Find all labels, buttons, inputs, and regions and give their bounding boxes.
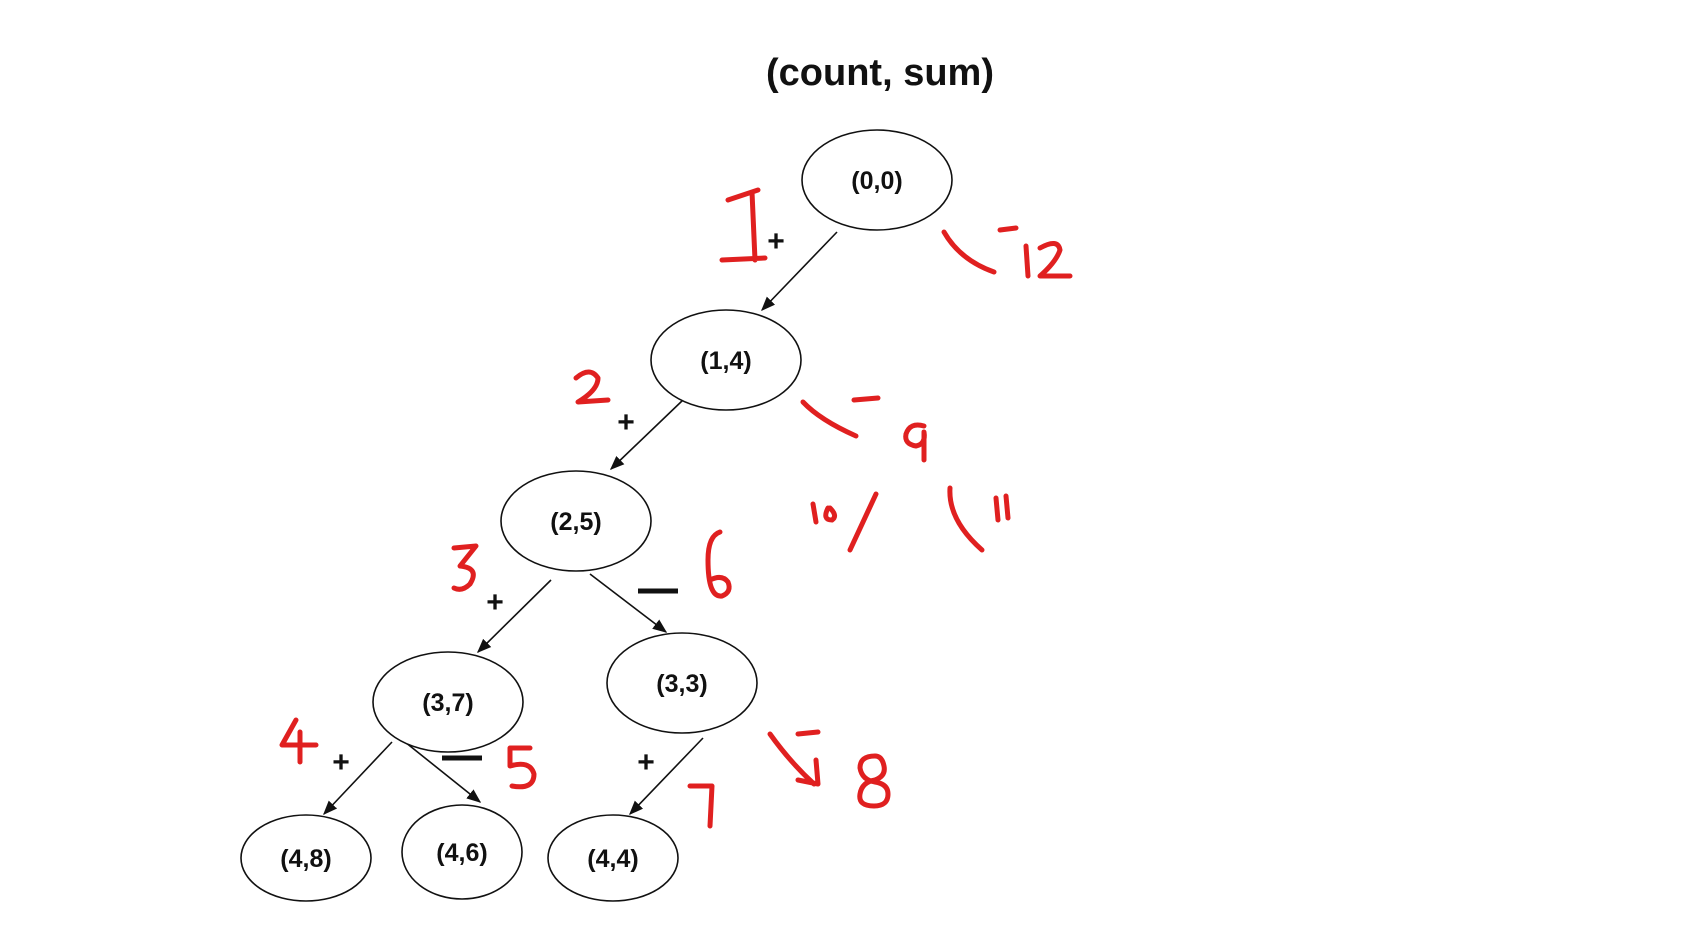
node-label: (3,7) <box>422 689 473 717</box>
plus-sign-25-37: + <box>486 586 504 619</box>
tree-node: (4,6) <box>401 804 523 900</box>
diagram-title: (count, sum) <box>766 52 994 94</box>
edge-14-25 <box>609 399 684 470</box>
edge-37-46 <box>399 737 482 803</box>
node-ellipse <box>606 632 758 734</box>
handwritten-number-7 <box>687 783 715 829</box>
plus-sign-00-14: + <box>767 225 785 258</box>
handwritten-number-6 <box>705 529 732 599</box>
edges <box>323 231 838 816</box>
tree-node: (1,4) <box>650 309 802 411</box>
tree-node: (4,4) <box>547 814 679 902</box>
handwritten-number-5 <box>507 745 537 790</box>
nodes: (0,0) (1,4) (2,5) (3,7) (3,3) (4,8) (4,6… <box>240 129 953 902</box>
node-label: (0,0) <box>851 167 902 195</box>
handwritten-number-1 <box>719 187 768 263</box>
node-label: (4,6) <box>436 839 487 867</box>
edge-37-48 <box>323 741 393 816</box>
handwritten-number-10 <box>810 491 879 553</box>
plus-sign-14-25: + <box>617 406 635 439</box>
edge-33-44 <box>629 737 704 816</box>
handwritten-number-12 <box>941 225 1073 279</box>
node-label: (4,8) <box>280 845 331 873</box>
handwritten-number-4 <box>279 717 319 765</box>
node-label: (2,5) <box>550 508 601 536</box>
node-ellipse <box>401 804 523 900</box>
handwritten-number-2 <box>573 369 611 405</box>
edge-signs: + + + + + <box>332 225 785 779</box>
handwritten-number-8 <box>857 753 891 809</box>
tree-node: (3,7) <box>372 651 524 753</box>
handwritten-branch-mark-9 <box>800 395 881 439</box>
node-label: (3,3) <box>656 670 707 698</box>
node-ellipse <box>240 814 372 902</box>
node-ellipse <box>650 309 802 411</box>
edge-25-33 <box>589 573 668 633</box>
node-ellipse <box>801 129 953 231</box>
plus-sign-37-48: + <box>332 746 350 779</box>
edge-25-37 <box>476 579 552 654</box>
handwritten-annotations <box>279 187 1073 829</box>
tree-node: (4,8) <box>240 814 372 902</box>
handwritten-number-11 <box>947 485 1011 553</box>
node-ellipse <box>500 470 652 572</box>
tree-node: (3,3) <box>606 632 758 734</box>
tree-node: (0,0) <box>801 129 953 231</box>
tree-node: (2,5) <box>500 470 652 572</box>
node-label: (1,4) <box>700 347 751 375</box>
handwritten-number-9 <box>903 422 927 463</box>
node-ellipse <box>372 651 524 753</box>
plus-sign-33-44: + <box>637 746 655 779</box>
handwritten-number-3 <box>451 543 479 592</box>
edge-00-14 <box>761 231 838 312</box>
node-ellipse <box>547 814 679 902</box>
node-label: (4,4) <box>587 845 638 873</box>
handwritten-arrow-8 <box>767 729 821 787</box>
